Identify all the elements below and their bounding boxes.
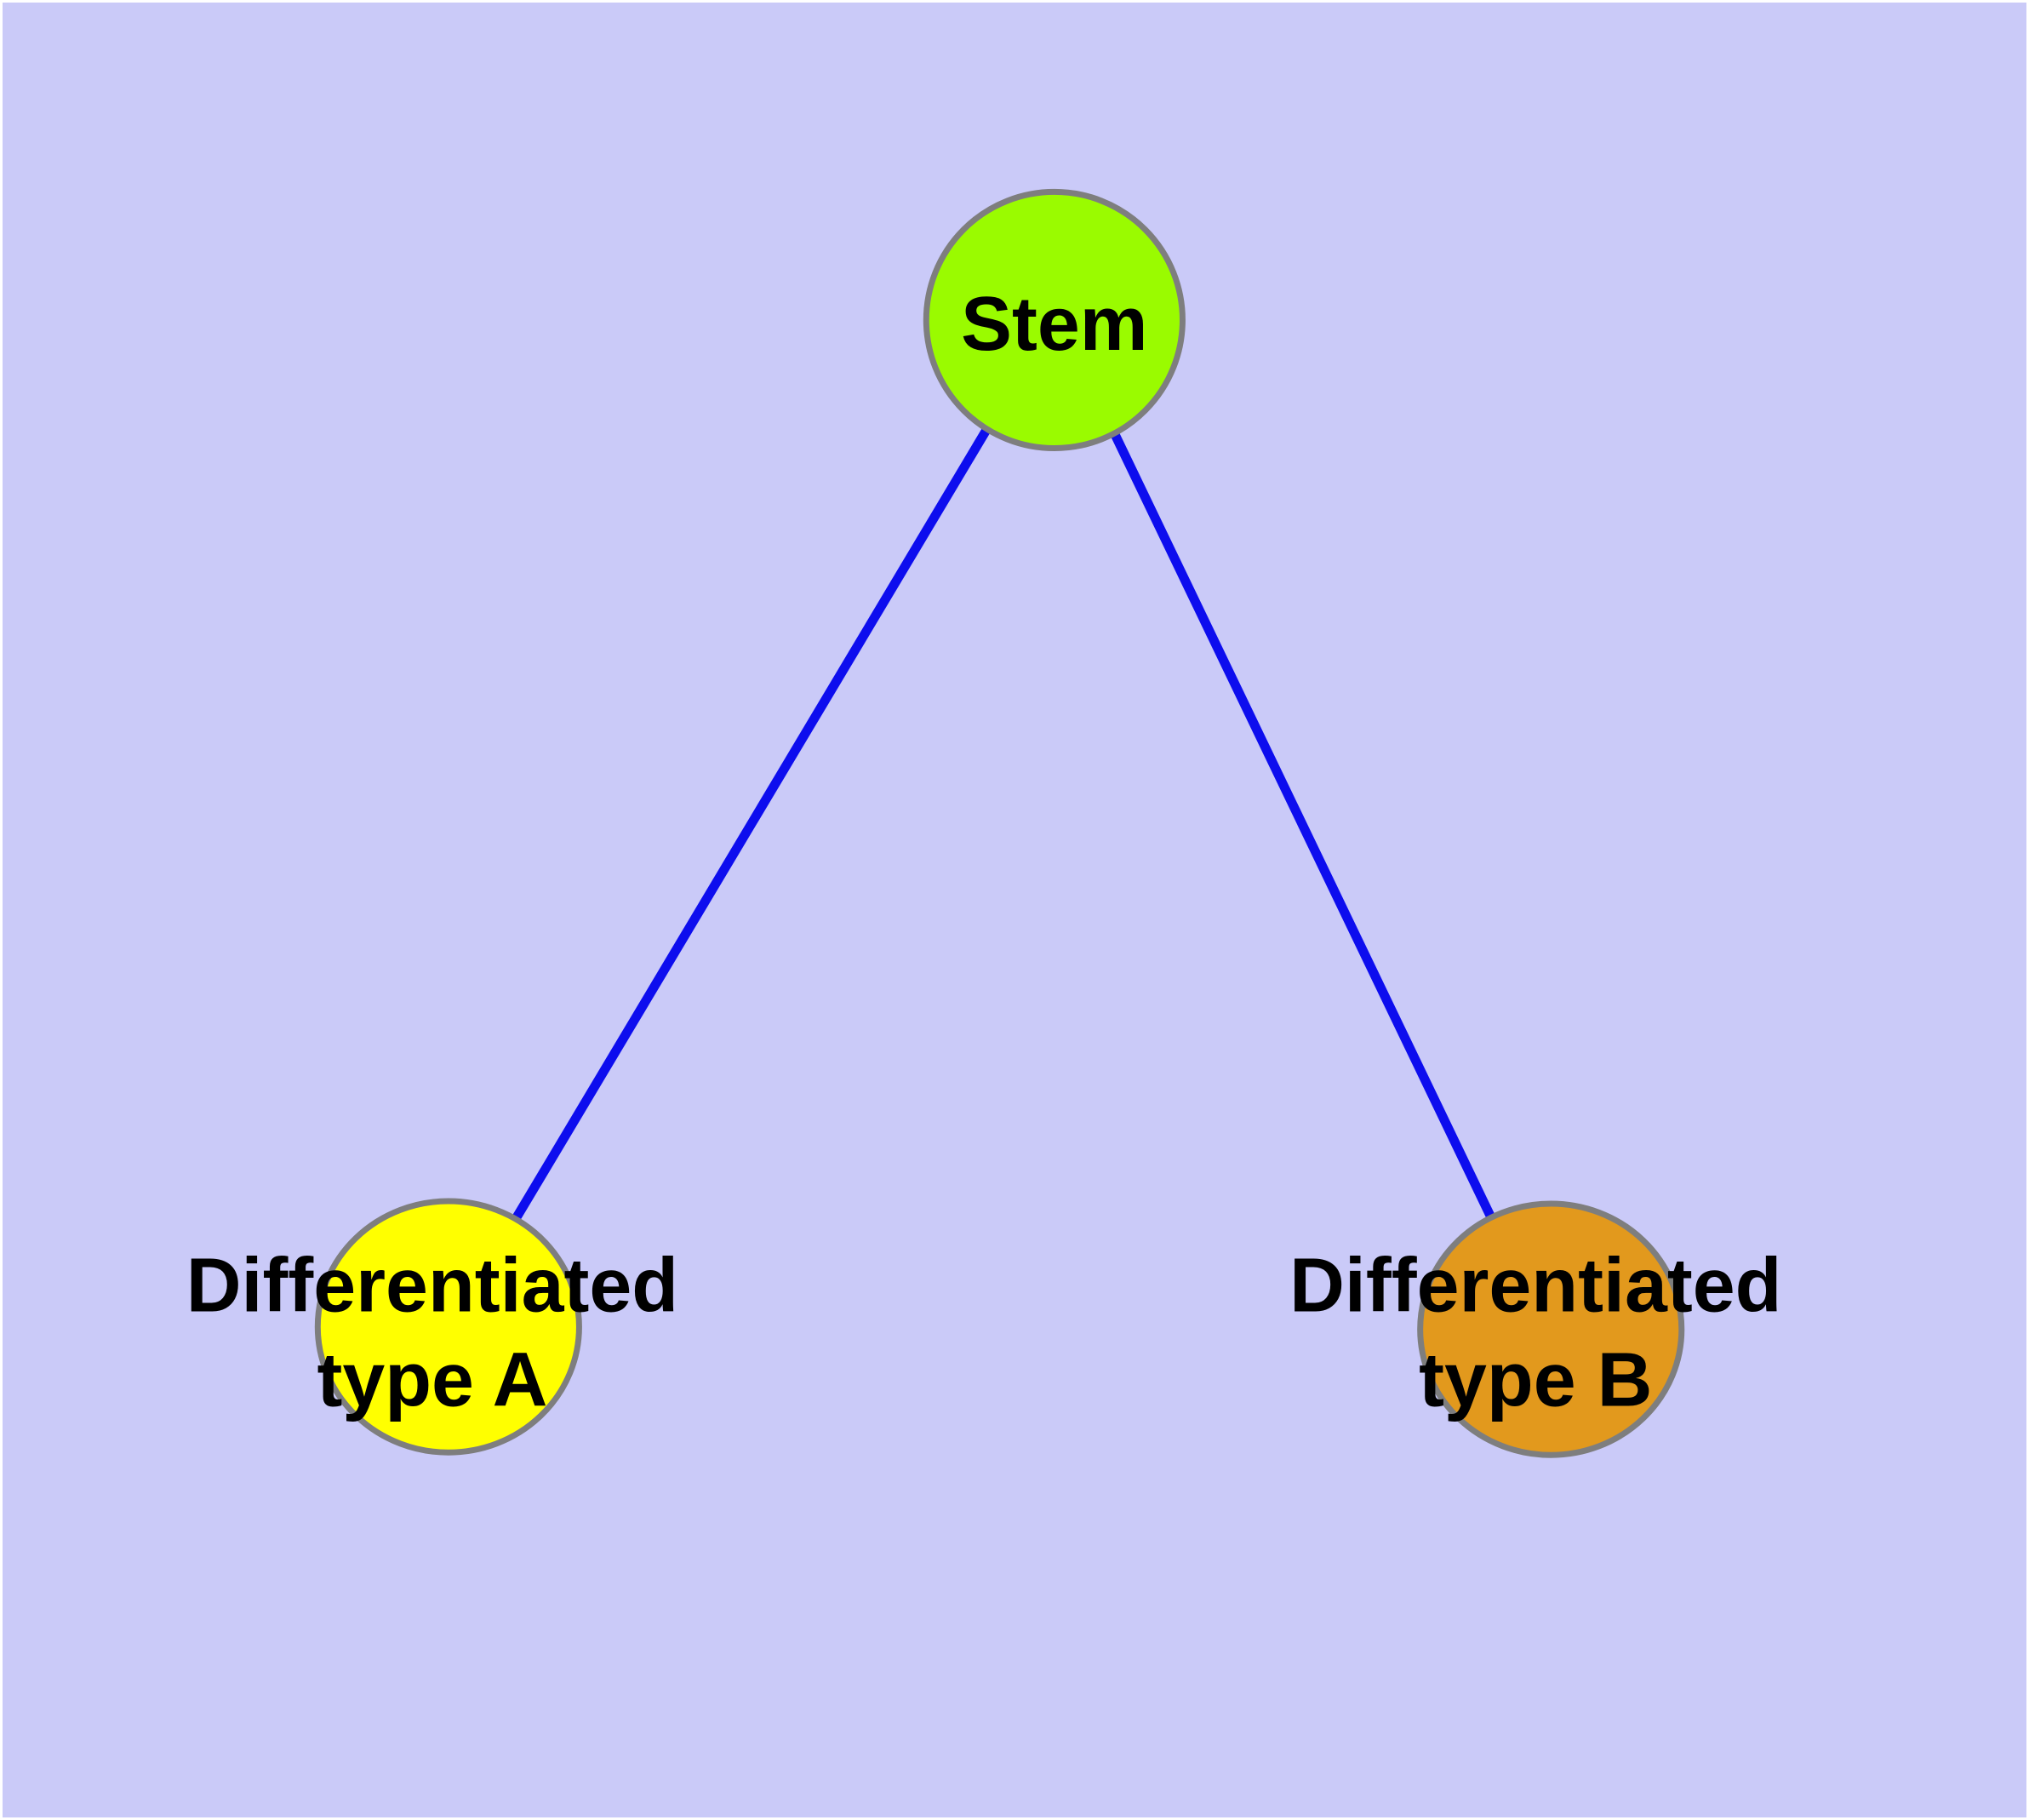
node-differentiated-type-b: Differentiated type B <box>1289 1200 1781 1458</box>
node-stem-label: Stem <box>961 282 1147 367</box>
node-type-a-circle <box>314 1198 582 1456</box>
node-type-a-label-line1: Differentiated <box>186 1244 678 1329</box>
edge-stem-to-type-b <box>1110 429 1495 1222</box>
node-stem-circle <box>923 188 1186 452</box>
graph-svg: Stem Differentiated type A Differentiate… <box>186 188 1781 1458</box>
node-stem: Stem <box>923 188 1186 452</box>
node-type-b-label-line1: Differentiated <box>1289 1244 1781 1329</box>
node-differentiated-type-a: Differentiated type A <box>186 1198 678 1456</box>
node-type-b-circle <box>1417 1200 1685 1458</box>
node-type-b-label-line2: type B <box>1419 1337 1652 1422</box>
edge-stem-to-type-a <box>512 426 991 1222</box>
node-type-a-label-line2: type A <box>317 1337 547 1422</box>
